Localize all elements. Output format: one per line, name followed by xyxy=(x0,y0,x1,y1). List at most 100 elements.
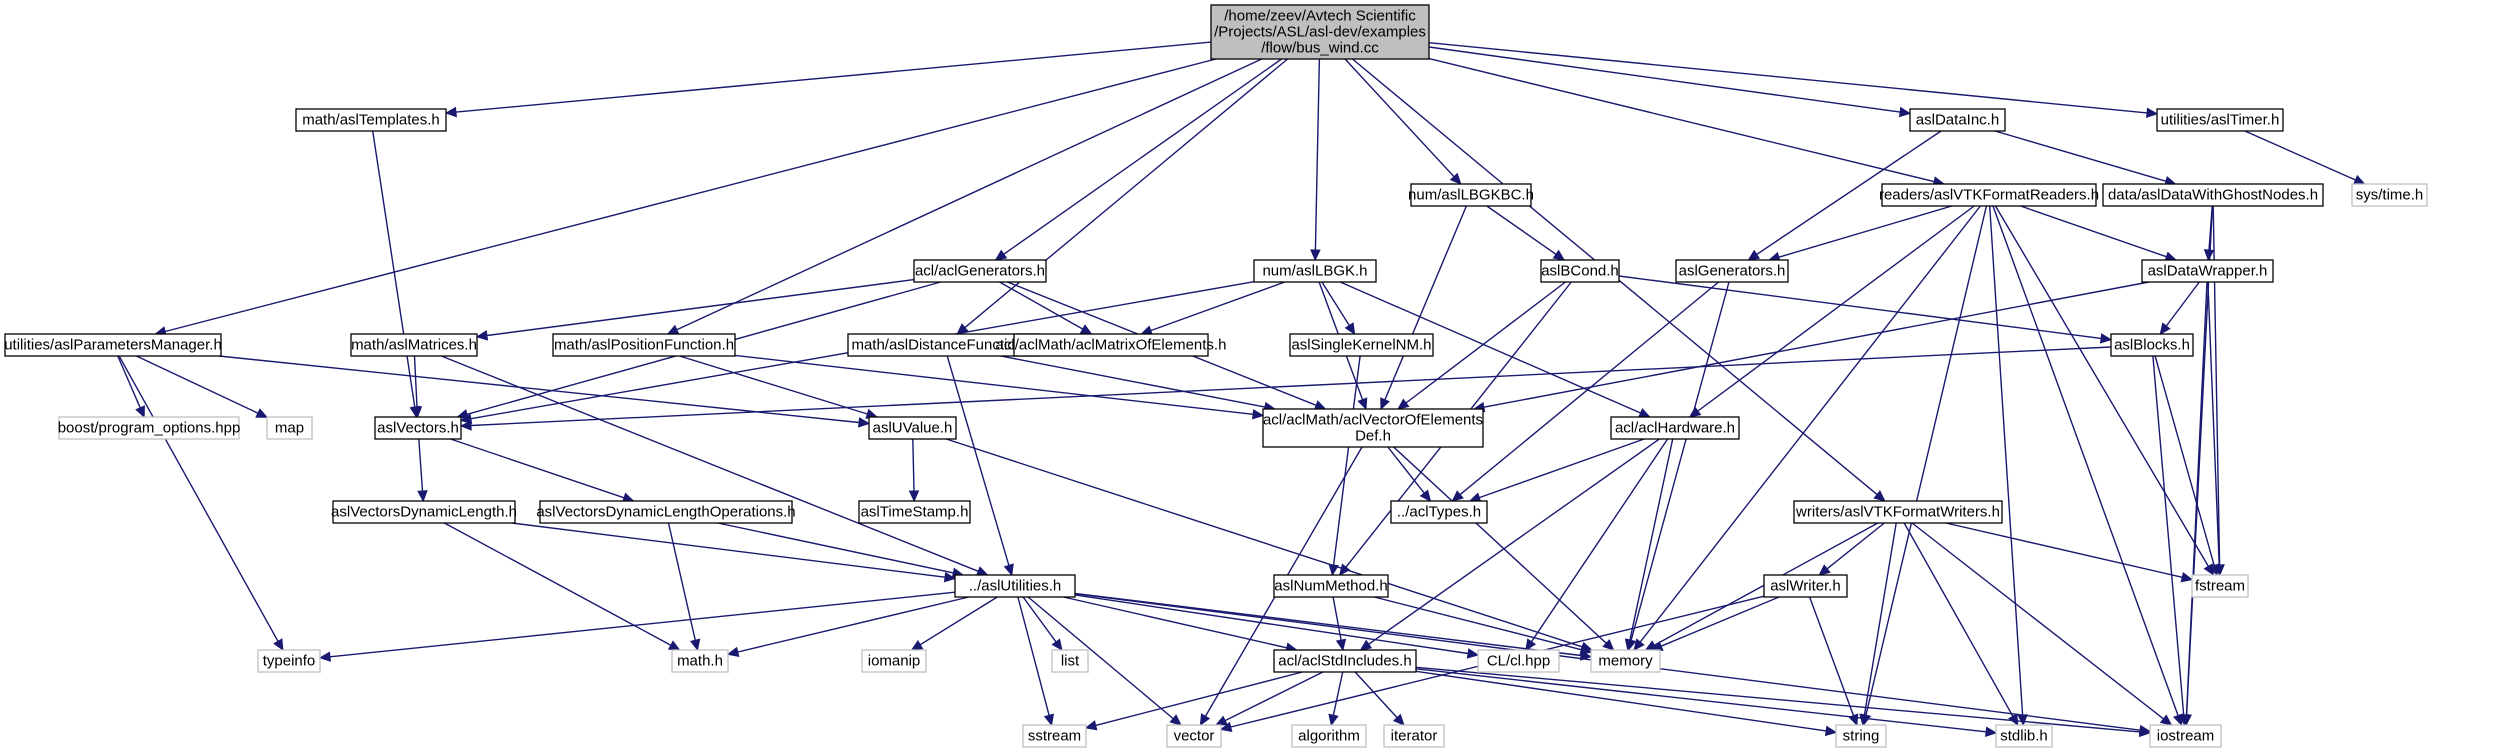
asl-lbgkbc-node[interactable]: num/aslLBGKBC.h xyxy=(1408,183,1534,207)
asl-position-function-node[interactable]: math/aslPositionFunction.h xyxy=(552,333,736,357)
node-label: aslBlocks.h xyxy=(2114,337,2190,354)
node-label: stdlib.h xyxy=(2000,728,2048,745)
include-edge-utilities-to-list xyxy=(1022,596,1063,651)
node-label: aslTimeStamp.h xyxy=(861,504,969,521)
node-label: acl/aclMath/aclMatrixOfElements.h xyxy=(996,337,1227,354)
node-label: typeinfo xyxy=(263,653,316,670)
include-edge-distfunction-to-utilities xyxy=(946,355,1014,577)
asl-vectors-dynamic-length-operations-node[interactable]: aslVectorsDynamicLengthOperations.h xyxy=(536,500,796,524)
asl-vtk-format-readers-node[interactable]: readers/aslVTKFormatReaders.h xyxy=(1879,183,2099,207)
node-label: data/aslDataWithGhostNodes.h xyxy=(2108,187,2318,204)
node-label: utilities/aslTimer.h xyxy=(2161,112,2280,129)
include-edge-root-to-templates xyxy=(444,41,1212,118)
acl-types-node[interactable]: ../aclTypes.h xyxy=(1390,500,1488,524)
asl-vectors-dynamic-length-node[interactable]: aslVectorsDynamicLength.h xyxy=(331,500,517,524)
node-label: aslVectorsDynamicLength.h xyxy=(331,504,517,521)
include-edge-vdynlength-to-utilities xyxy=(511,522,957,583)
boost-program-options-node: boost/program_options.hpp xyxy=(58,416,240,440)
asl-generators-node[interactable]: aslGenerators.h xyxy=(1675,259,1789,283)
node-label: acl/aclStdIncludes.h xyxy=(1278,653,1411,670)
asl-matrices-node[interactable]: math/aslMatrices.h xyxy=(350,333,478,357)
node-label: string xyxy=(1843,728,1880,745)
edge-layer xyxy=(117,41,2366,738)
node-label: aslVectors.h xyxy=(377,420,459,437)
include-edge-vtkreaders-to-datawrapper xyxy=(2020,205,2178,262)
include-edge-vtkreaders-to-memory xyxy=(1633,205,1981,651)
node-label: num/aslLBGK.h xyxy=(1262,263,1367,280)
include-edge-utilities-to-stdincludes xyxy=(1063,596,1298,653)
asl-writer-node[interactable]: aslWriter.h xyxy=(1763,574,1848,598)
asl-timestamp-node[interactable]: aslTimeStamp.h xyxy=(858,500,971,524)
asl-distance-function-node[interactable]: math/aslDistanceFunction.h xyxy=(847,333,1041,357)
acl-std-includes-node[interactable]: acl/aclStdIncludes.h xyxy=(1273,649,1417,673)
node-label: aslSingleKernelNM.h xyxy=(1291,337,1431,354)
acl-generators-node[interactable]: acl/aclGenerators.h xyxy=(913,259,1047,283)
asl-vectors-node[interactable]: aslVectors.h xyxy=(374,416,462,440)
acl-hardware-node[interactable]: acl/aclHardware.h xyxy=(1610,416,1740,440)
include-edge-vectorofelements-to-memory xyxy=(1393,446,1615,651)
include-edge-hardware-to-acltypes xyxy=(1468,438,1645,503)
include-edge-datainc-to-aslgenerators xyxy=(1747,130,1942,261)
node-label: /home/zeev/Avtech Scientific xyxy=(1224,8,1416,25)
node-label: writers/aslVTKFormatWriters.h xyxy=(1795,504,2000,521)
node-label: acl/aclMath/aclVectorOfElements xyxy=(1263,412,1483,429)
include-edge-posfunction-to-vectorofelements xyxy=(734,354,1265,420)
node-label: aslDataInc.h xyxy=(1916,112,1999,129)
asl-num-method-node[interactable]: aslNumMethod.h xyxy=(1273,574,1389,598)
include-edge-utilities-to-typeinfo xyxy=(318,591,956,662)
asl-vtk-format-writers-node[interactable]: writers/aslVTKFormatWriters.h xyxy=(1793,500,2003,524)
asl-data-inc-node[interactable]: aslDataInc.h xyxy=(1909,108,2006,132)
node-label: algorithm xyxy=(1298,728,1360,745)
include-edge-utilities-to-iomanip xyxy=(910,596,998,651)
asl-bcond-node[interactable]: aslBCond.h xyxy=(1540,259,1620,283)
include-edge-datawrapper-to-blocks xyxy=(2159,281,2200,335)
acl-matrix-of-elements-node[interactable]: acl/aclMath/aclMatrixOfElements.h xyxy=(996,333,1227,357)
node-label: acl/aclGenerators.h xyxy=(915,263,1045,280)
asl-single-kernel-nm-node[interactable]: aslSingleKernelNM.h xyxy=(1289,333,1434,357)
include-edge-matrices-to-vectors xyxy=(411,355,423,419)
root-file-node[interactable]: /home/zeev/Avtech Scientific/Projects/AS… xyxy=(1210,4,1430,60)
include-edge-hardware-to-memory xyxy=(1624,438,1674,652)
asl-blocks-node[interactable]: aslBlocks.h xyxy=(2110,333,2194,357)
include-edge-paramsmanager-to-map xyxy=(136,355,269,418)
node-label: aslVectorsDynamicLengthOperations.h xyxy=(536,504,795,521)
include-edge-distfunction-to-vectorofelements xyxy=(1000,355,1277,413)
asl-data-with-ghost-nodes-node[interactable]: data/aslDataWithGhostNodes.h xyxy=(2102,183,2324,207)
typeinfo-node: typeinfo xyxy=(257,649,321,673)
include-edge-matrices-to-utilities xyxy=(441,355,989,577)
include-edge-aslgenerators-to-acltypes xyxy=(1451,281,1720,502)
string-node: string xyxy=(1835,724,1887,748)
asl-parameters-manager-node[interactable]: utilities/aslParametersManager.h xyxy=(4,333,222,357)
include-edge-lbgkbc-to-vectorofelements xyxy=(1380,205,1468,411)
node-label: readers/aslVTKFormatReaders.h xyxy=(1879,187,2099,204)
iomanip-node: iomanip xyxy=(861,649,927,673)
memory-node: memory xyxy=(1590,649,1661,673)
cl-hpp-node: CL/cl.hpp xyxy=(1477,649,1560,673)
include-edge-hardware-to-stdincludes xyxy=(1359,438,1660,651)
include-edge-writer-to-memory xyxy=(1650,596,1780,651)
include-edge-vtkwriters-to-writer xyxy=(1818,522,1885,576)
node-label: math.h xyxy=(677,653,723,670)
node-label: memory xyxy=(1598,653,1653,670)
asl-utilities-node[interactable]: ../aslUtilities.h xyxy=(954,574,1076,598)
include-edge-utilities-to-sstream xyxy=(1017,596,1055,727)
asl-lbgk-node[interactable]: num/aslLBGK.h xyxy=(1253,259,1377,283)
include-edge-root-to-datainc xyxy=(1428,46,1912,118)
include-edge-stdincludes-to-algorithm xyxy=(1328,671,1344,727)
node-label: math/aslPositionFunction.h xyxy=(554,337,734,354)
node-label: aslGenerators.h xyxy=(1679,263,1786,280)
asl-timer-node[interactable]: utilities/aslTimer.h xyxy=(2156,108,2284,132)
algorithm-node: algorithm xyxy=(1291,724,1367,748)
node-label: iostream xyxy=(2157,728,2215,745)
node-label: math/aslMatrices.h xyxy=(351,337,477,354)
asl-uvalue-node[interactable]: aslUValue.h xyxy=(868,416,957,440)
include-edge-stdincludes-to-iterator xyxy=(1354,671,1405,726)
sstream-node: sstream xyxy=(1022,724,1087,748)
node-label: vector xyxy=(1174,728,1215,745)
include-edge-root-to-aclgenerators xyxy=(994,58,1283,261)
node-label: utilities/aslParametersManager.h xyxy=(4,337,222,354)
asl-templates-node[interactable]: math/aslTemplates.h xyxy=(295,108,447,132)
asl-data-wrapper-node[interactable]: aslDataWrapper.h xyxy=(2141,259,2274,283)
include-edge-utilities-to-clhpp xyxy=(1074,594,1480,659)
